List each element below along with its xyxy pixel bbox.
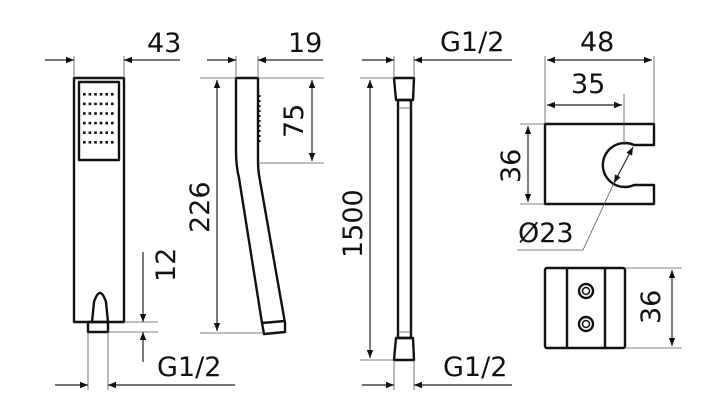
nozzle-dot — [105, 131, 108, 134]
dimension-holder-height-36: 36 — [625, 267, 682, 349]
nozzle-dot — [105, 121, 108, 125]
dim-label: 48 — [580, 27, 614, 58]
nozzle-dot — [111, 112, 114, 115]
nozzle-dot — [105, 93, 108, 96]
nozzle-dot — [111, 121, 114, 125]
spray-face — [77, 80, 121, 162]
dimension-thread-front: G1/2 — [55, 332, 235, 390]
dim-label: G1/2 — [443, 352, 507, 383]
nozzle-dot — [88, 112, 92, 115]
dimension-width-43: 43 — [45, 28, 181, 78]
dimension-nipple-12: 12 — [108, 248, 182, 362]
screw-hole — [577, 315, 595, 333]
holder-front-view — [543, 266, 627, 350]
dimension-holder-width-48: 48 — [544, 27, 655, 124]
nozzle-dot — [111, 102, 114, 106]
nozzle-dot — [94, 121, 97, 125]
dim-label: 35 — [571, 69, 605, 100]
dim-label: 36 — [636, 290, 667, 324]
connector — [86, 320, 110, 334]
dimension-holder-depth-36: 36 — [496, 123, 545, 205]
shower-hose — [392, 76, 416, 362]
dim-label: 19 — [288, 28, 322, 59]
nozzle-dot — [111, 131, 114, 134]
dim-label: 226 — [185, 181, 216, 233]
nozzle-dot — [99, 121, 103, 125]
nozzle-dot — [111, 141, 114, 144]
nozzle-dot — [94, 131, 97, 134]
nozzle-dot — [111, 93, 114, 96]
nozzle-dot — [83, 141, 86, 144]
nozzle-dot — [88, 131, 92, 134]
nozzle-dot — [99, 93, 103, 96]
nozzle-dot — [99, 131, 103, 134]
cone — [90, 291, 110, 323]
dimension-bore-23: Ø23 — [517, 146, 634, 251]
dim-label: G1/2 — [157, 352, 221, 383]
dim-label: Ø23 — [518, 218, 574, 249]
dimension-holder-slot-35: 35 — [547, 69, 625, 145]
dimension-hose-thread-top: G1/2 — [362, 27, 512, 78]
dim-label: 75 — [279, 104, 310, 138]
nozzle-dot — [88, 102, 92, 106]
dimension-hose-thread-bottom: G1/2 — [362, 352, 512, 390]
screw-hole — [577, 282, 595, 300]
hand-shower-front-view — [72, 76, 126, 334]
nozzle-dot — [83, 102, 86, 106]
dimension-depth-19: 19 — [207, 28, 323, 78]
dimension-hose-length: 1500 — [338, 77, 394, 361]
dim-label: G1/2 — [440, 27, 504, 58]
nozzle-dot — [88, 121, 92, 125]
nozzle-dot — [94, 102, 97, 106]
holder-top-view — [543, 122, 656, 206]
dim-label: 36 — [496, 149, 527, 183]
nozzle-dot — [105, 102, 108, 106]
nozzle-dot — [105, 141, 108, 144]
nozzle-dot — [88, 93, 92, 96]
nozzle-dot — [88, 141, 92, 144]
nozzle-dot — [83, 112, 86, 115]
nozzle-dot — [83, 131, 86, 134]
nozzle-dot — [94, 112, 97, 115]
nozzle-dot — [83, 121, 86, 125]
nozzle-dot — [83, 93, 86, 96]
dim-label: 43 — [147, 28, 181, 59]
dim-label: 12 — [151, 248, 182, 282]
nozzle-dot — [99, 112, 103, 115]
nozzle-dot — [99, 141, 103, 144]
nozzle-grid — [83, 93, 114, 144]
dimension-spray-75: 75 — [258, 77, 324, 164]
nozzle-dot — [94, 141, 97, 144]
nozzle-dot — [94, 93, 97, 96]
dimension-length-226: 226 — [185, 77, 262, 334]
hand-shower-side-view — [234, 76, 287, 336]
nozzle-dot — [105, 112, 108, 115]
nozzle-dot — [99, 102, 103, 106]
dim-label: 1500 — [338, 189, 369, 258]
